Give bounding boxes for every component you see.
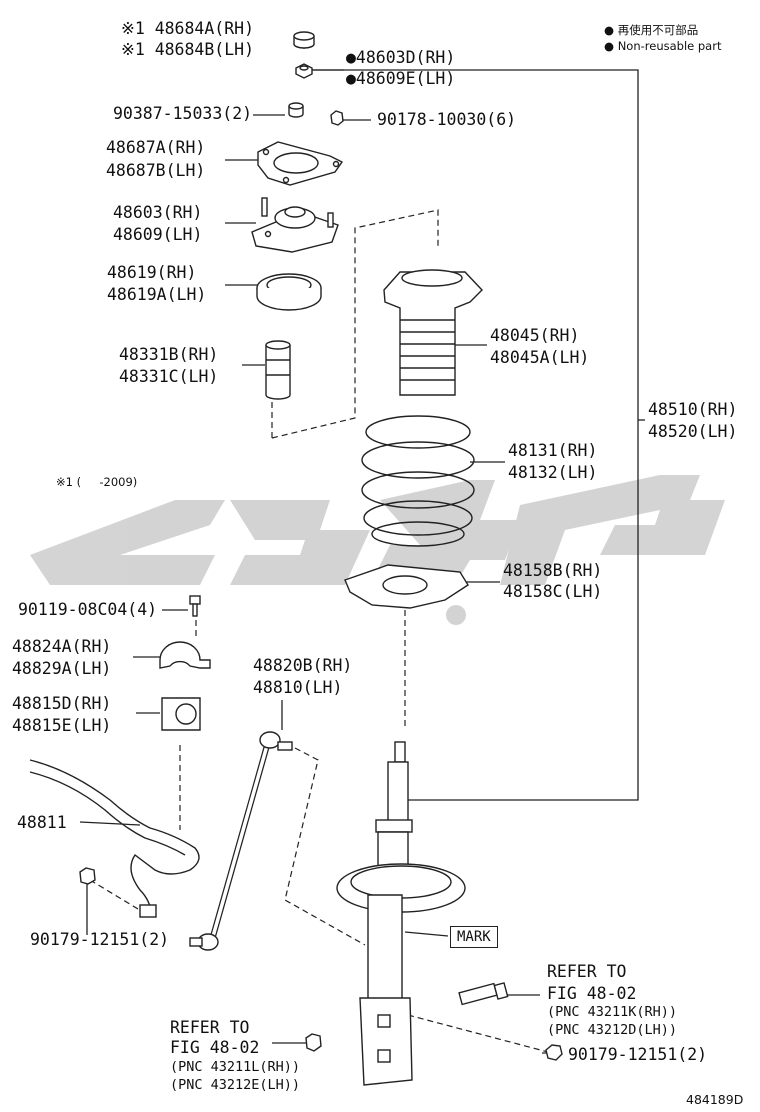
label-48331c[interactable]: 48331C(LH): [119, 367, 219, 386]
label-48603d[interactable]: ●48603D(RH): [346, 48, 456, 67]
label-48824a[interactable]: 48824A(RH): [12, 637, 112, 656]
label-90178[interactable]: 90178-10030(6): [377, 110, 517, 129]
bolt-right-icon: [458, 982, 509, 1006]
label-48810[interactable]: 48810(LH): [253, 678, 343, 697]
refer-left-line-1: REFER TO: [170, 1018, 250, 1037]
bolt-90119-icon: [189, 595, 201, 617]
label-48829a[interactable]: 48829A(LH): [12, 659, 112, 678]
nut-90178-icon: [330, 110, 344, 126]
bump-stopper-48331-icon: [265, 340, 291, 400]
label-48045[interactable]: 48045(RH): [490, 326, 580, 345]
legend-bullet-icon: ●: [604, 23, 615, 37]
legend-en-text: Non-reusable part: [617, 39, 722, 53]
dashed-lines: [89, 209, 549, 1053]
label-48687a[interactable]: 48687A(RH): [106, 138, 206, 157]
parts-shapes: [29, 31, 563, 1086]
label-48609e[interactable]: ●48609E(LH): [346, 69, 456, 88]
nut-90179-left-icon: [79, 867, 96, 885]
mark-label: MARK: [450, 926, 498, 948]
label-90179-right[interactable]: 90179-12151(2): [568, 1045, 708, 1064]
nut-left-icon: [305, 1033, 322, 1052]
bushing-90387-icon: [288, 102, 304, 118]
label-48331b[interactable]: 48331B(RH): [119, 345, 219, 364]
label-48520[interactable]: 48520(LH): [648, 422, 738, 441]
label-48158c[interactable]: 48158C(LH): [503, 582, 603, 601]
label-48684b[interactable]: ※1 48684B(LH): [121, 40, 255, 59]
label-48045a[interactable]: 48045A(LH): [490, 348, 590, 367]
label-48820b[interactable]: 48820B(RH): [253, 656, 353, 675]
support-plate-48687-icon: [257, 141, 344, 186]
stabilizer-bar-48811-icon: [29, 759, 200, 918]
spring-insulator-48158-icon: [344, 564, 469, 609]
stabilizer-link-48820-icon: [189, 731, 293, 951]
label-90119[interactable]: 90119-08C04(4): [18, 600, 158, 619]
label-48684a[interactable]: ※1 48684A(RH): [121, 19, 255, 38]
legend-ja-text: 再使用不可部品: [617, 23, 699, 37]
label-48603[interactable]: 48603(RH): [113, 203, 203, 222]
48684-cap-icon: [293, 31, 315, 49]
label-48619a[interactable]: 48619A(LH): [107, 285, 207, 304]
label-48131[interactable]: 48131(RH): [508, 441, 598, 460]
legend-en-row: ● Non-reusable part: [604, 38, 721, 54]
refer-left-pnc-lh: (PNC 43212E(LH)): [170, 1077, 301, 1093]
bracket-48824-icon: [159, 641, 211, 669]
nut-90179-right-icon: [545, 1044, 563, 1061]
label-90179-left[interactable]: 90179-12151(2): [30, 930, 170, 949]
label-48609[interactable]: 48609(LH): [113, 225, 203, 244]
nut-48603d-icon: [295, 63, 313, 79]
label-48510[interactable]: 48510(RH): [648, 400, 738, 419]
label-48687b[interactable]: 48687B(LH): [106, 161, 206, 180]
label-48158b[interactable]: 48158B(RH): [503, 561, 603, 580]
strut-mount-48603-icon: [251, 197, 339, 253]
refer-right-pnc-lh: (PNC 43212D(LH)): [547, 1022, 678, 1038]
legend-ja-row: ● 再使用不可部品: [604, 22, 698, 38]
coil-spring-48131-icon: [361, 415, 475, 547]
dust-boot-48045-icon: [383, 269, 483, 396]
bearing-48619-icon: [256, 273, 322, 311]
refer-left-pnc-rh: (PNC 43211L(RH)): [170, 1059, 301, 1075]
label-90387[interactable]: 90387-15033(2): [113, 104, 253, 123]
label-48811[interactable]: 48811: [17, 813, 67, 832]
refer-left-fig-link[interactable]: FIG 48-02: [170, 1038, 260, 1057]
bushing-48815-icon: [161, 697, 201, 731]
label-48815e[interactable]: 48815E(LH): [12, 716, 112, 735]
legend-bullet-icon: ●: [604, 39, 615, 53]
figure-id: 484189D: [686, 1092, 744, 1107]
note-star-years: ※1 ( -2009): [56, 475, 138, 489]
shock-absorber-48510-icon: [336, 741, 466, 1086]
label-48132[interactable]: 48132(LH): [508, 463, 598, 482]
refer-right-pnc-rh: (PNC 43211K(RH)): [547, 1004, 678, 1020]
label-48619[interactable]: 48619(RH): [107, 263, 197, 282]
label-48815d[interactable]: 48815D(RH): [12, 694, 112, 713]
refer-right-fig-link[interactable]: FIG 48-02: [547, 984, 637, 1003]
leader-lines: [79, 69, 645, 1054]
refer-right-line-1: REFER TO: [547, 962, 627, 981]
